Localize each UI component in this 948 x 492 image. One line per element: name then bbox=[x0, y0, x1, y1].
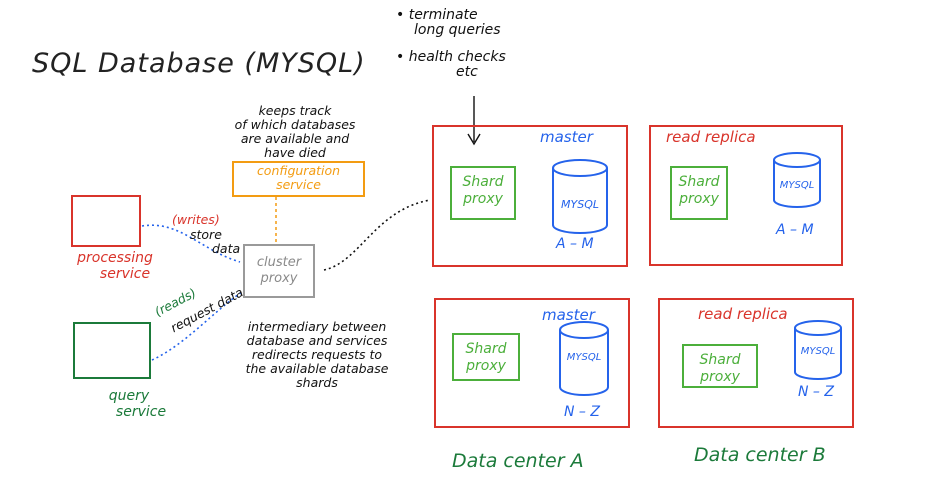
note-line: etc bbox=[456, 64, 478, 80]
shard-proxy-box: Shard proxy bbox=[450, 166, 516, 220]
cluster-proxy-box bbox=[243, 244, 315, 298]
mysql-label: MYSQL bbox=[561, 198, 599, 211]
text-line: data bbox=[212, 241, 241, 256]
shard-range: N – Z bbox=[564, 404, 600, 420]
datacenter-a-master-am bbox=[432, 125, 628, 267]
config-service-note: keeps track of which databases are avail… bbox=[210, 104, 380, 160]
datacenter-b-label: Data center B bbox=[694, 444, 826, 466]
store-data-text: store data bbox=[190, 228, 240, 256]
label-line: proxy bbox=[679, 191, 719, 207]
role-label: master bbox=[542, 306, 595, 324]
note-line: of which databases bbox=[234, 117, 356, 132]
shard-proxy-box: Shard proxy bbox=[682, 344, 758, 388]
mysql-label: MYSQL bbox=[779, 180, 815, 191]
diagram-title: SQL Database (MYSQL) bbox=[32, 48, 366, 79]
label-line: Shard bbox=[465, 341, 507, 357]
label-line: Shard bbox=[699, 352, 741, 368]
label-line: proxy bbox=[466, 358, 506, 374]
note-line: have died bbox=[264, 145, 326, 160]
role-label: read replica bbox=[698, 305, 788, 323]
label-line: Shard bbox=[462, 174, 504, 190]
note-line: keeps track bbox=[258, 103, 332, 118]
label-line: query bbox=[108, 388, 150, 404]
proxy-to-datacenter-link bbox=[323, 199, 431, 271]
note-line: • health checks bbox=[396, 49, 506, 65]
shard-range: A – M bbox=[776, 222, 814, 238]
text-line: store bbox=[190, 227, 222, 242]
role-label: master bbox=[540, 128, 593, 146]
note-line: redirects requests to bbox=[251, 347, 383, 362]
database-cylinder-a-master bbox=[552, 159, 608, 234]
shard-range: N – Z bbox=[798, 384, 834, 400]
datacenter-a-master-nz bbox=[434, 298, 630, 428]
datacenter-b-replica-am bbox=[649, 125, 843, 266]
shard-range: A – M bbox=[556, 236, 594, 252]
configuration-service-box bbox=[232, 161, 365, 197]
cluster-proxy-note: intermediary between database and servic… bbox=[222, 320, 412, 390]
role-label: read replica bbox=[666, 128, 756, 146]
note-line: shards bbox=[296, 375, 338, 390]
label-line: proxy bbox=[260, 271, 298, 286]
label-line: Shard bbox=[678, 174, 720, 190]
mysql-label: MYSQL bbox=[800, 346, 836, 357]
label-line: service bbox=[115, 404, 167, 420]
query-service-box bbox=[73, 322, 151, 379]
processing-service-label: processing service bbox=[60, 250, 170, 282]
processing-service-box bbox=[71, 195, 141, 247]
note-line: long queries bbox=[414, 22, 501, 38]
shard-proxy-box: Shard proxy bbox=[670, 166, 728, 220]
label-line: service bbox=[276, 177, 321, 192]
writes-tag: (writes) bbox=[172, 212, 220, 227]
query-to-proxy-link bbox=[151, 291, 243, 361]
label-line: service bbox=[99, 266, 151, 282]
health-notes: • terminate long queries • health checks… bbox=[396, 8, 506, 80]
shard-proxy-box: Shard proxy bbox=[452, 333, 520, 381]
datacenter-a-label: Data center A bbox=[452, 450, 584, 472]
label-line: proxy bbox=[463, 191, 503, 207]
notes-arrowhead bbox=[467, 133, 481, 146]
label-line: proxy bbox=[700, 369, 740, 385]
label-line: cluster bbox=[256, 255, 302, 270]
database-cylinder-b-replica-bottom bbox=[794, 320, 842, 380]
database-cylinder-a-master-bottom bbox=[559, 321, 609, 396]
label-line: processing bbox=[77, 250, 153, 266]
mysql-label: MYSQL bbox=[566, 352, 602, 363]
configuration-service-label: configuration service bbox=[233, 164, 364, 192]
datacenter-b-replica-nz bbox=[658, 298, 854, 428]
query-service-label: query service bbox=[84, 388, 174, 420]
database-cylinder-b-replica-top bbox=[773, 152, 821, 208]
cluster-proxy-label: cluster proxy bbox=[244, 255, 314, 287]
note-line: the available database bbox=[245, 361, 389, 376]
note-line: intermediary between bbox=[247, 319, 387, 334]
processing-to-proxy-link bbox=[141, 224, 241, 263]
label-line: configuration bbox=[256, 163, 341, 178]
note-line: database and services bbox=[246, 333, 388, 348]
note-line: are available and bbox=[240, 131, 350, 146]
note-line: • terminate bbox=[396, 7, 478, 23]
